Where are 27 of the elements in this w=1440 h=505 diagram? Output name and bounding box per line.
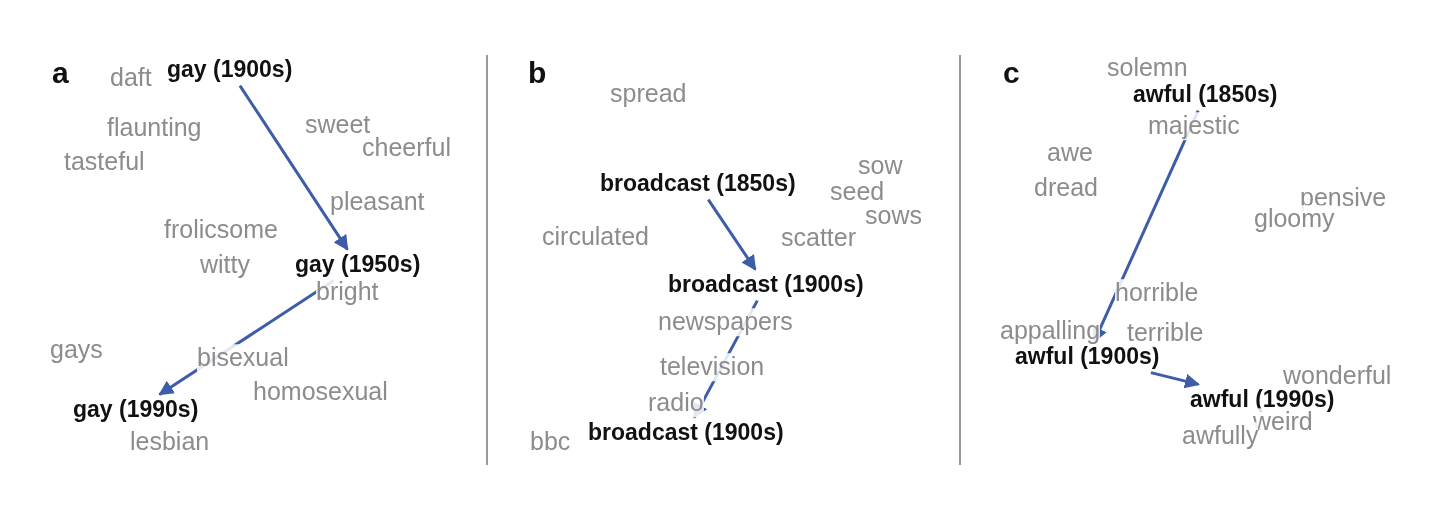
word-label: appalling: [1000, 317, 1101, 345]
highlighted-word: gay (1990s): [73, 397, 199, 423]
panel-letter: c: [1003, 55, 1020, 89]
highlighted-word: awful (1900s): [1015, 344, 1160, 370]
word-label: spread: [610, 80, 687, 108]
word-label: wonderful: [1283, 362, 1392, 390]
word-label: newspapers: [658, 308, 793, 336]
word-label: television: [660, 353, 765, 381]
highlighted-word: broadcast (1900s): [668, 272, 864, 298]
word-label: flaunting: [107, 114, 202, 142]
highlighted-word: gay (1900s): [167, 57, 293, 83]
word-label: radio: [648, 389, 704, 417]
word-label: terrible: [1127, 319, 1204, 347]
highlighted-word: awful (1850s): [1133, 82, 1278, 108]
word-label: witty: [200, 251, 250, 279]
highlighted-word: broadcast (1900s): [588, 420, 784, 446]
panel-letter: b: [528, 55, 547, 89]
arrow: [707, 198, 757, 271]
word-label: majestic: [1148, 112, 1240, 140]
arrow: [1150, 371, 1200, 389]
arrow: [238, 84, 349, 251]
word-label: pleasant: [330, 188, 425, 216]
highlighted-word: gay (1950s): [295, 252, 421, 278]
highlighted-word: broadcast (1850s): [600, 171, 796, 197]
panel-letter: a: [52, 55, 69, 89]
word-label: bisexual: [197, 344, 289, 372]
word-label: bright: [316, 278, 379, 306]
